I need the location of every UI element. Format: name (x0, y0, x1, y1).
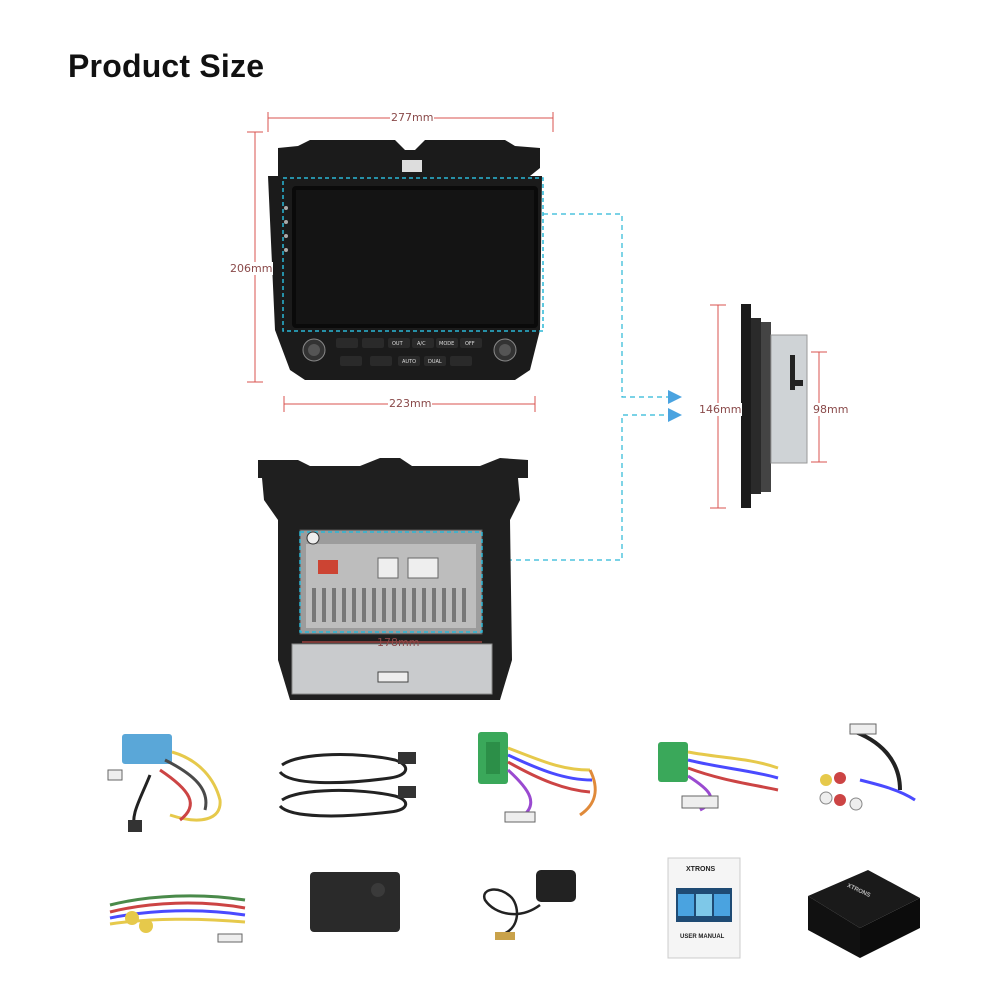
dimension-rear-width: 178mm (377, 636, 420, 649)
arrow-down-icon (668, 408, 682, 422)
side-view-unit (741, 304, 808, 508)
climate-buttons: OUT A/C MODE OFF AUTO DUAL (336, 338, 482, 366)
page-title: Product Size (68, 48, 265, 84)
harness-3 (658, 742, 779, 812)
dimension-height-left: 206mm (229, 262, 274, 275)
usb-cable-2 (278, 786, 416, 818)
usb-cable-1 (278, 752, 416, 785)
btn-ac-label: A/C (417, 341, 426, 347)
rear-vents (312, 588, 466, 622)
btn-off-label: OFF (465, 341, 475, 347)
rca-harness (819, 723, 916, 811)
arrow-up-icon (668, 390, 682, 404)
btn-mode-label: MODE (439, 341, 454, 347)
dimension-side-depth: 98mm (812, 403, 850, 416)
harness-2 (478, 732, 597, 823)
btn-out-label: OUT (392, 341, 404, 347)
dimension-side-height: 146mm (698, 403, 743, 416)
harness-1 (107, 734, 222, 832)
xtrons-box (808, 870, 920, 958)
user-manual (667, 857, 741, 959)
dimension-width-bottom: 223mm (388, 397, 433, 410)
screen-highlight (282, 177, 544, 332)
gps-antenna (483, 870, 576, 940)
dimension-width-top: 277mm (390, 111, 435, 124)
harness-4 (109, 894, 246, 943)
btn-auto-label: AUTO (402, 359, 416, 365)
manual-label: USER MANUAL (680, 934, 725, 940)
rear-view-unit (258, 458, 528, 700)
front-view-unit: OUT A/C MODE OFF AUTO DUAL (268, 140, 544, 380)
btn-dual-label: DUAL (428, 359, 442, 365)
canbus-box (310, 872, 400, 932)
guide-lines (480, 213, 676, 561)
manual-brand: XTRONS (686, 866, 716, 873)
